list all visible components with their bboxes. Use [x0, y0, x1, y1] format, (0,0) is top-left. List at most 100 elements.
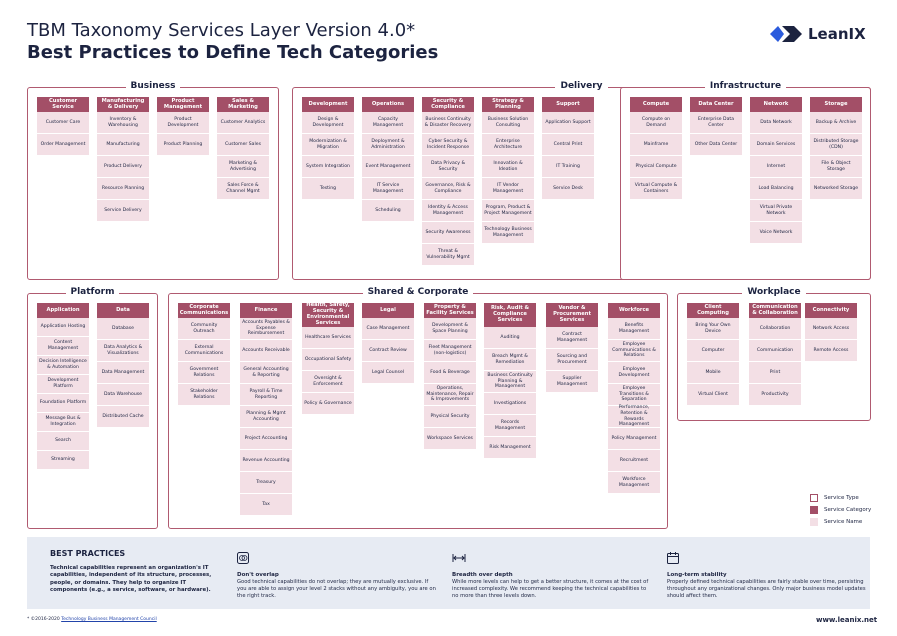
service-event-management[interactable]: Event Management [362, 156, 414, 178]
category-label[interactable]: Support [542, 97, 594, 112]
service-innovation-ideation[interactable]: Innovation & Ideation [482, 156, 534, 178]
service-product-planning[interactable]: Product Planning [157, 134, 209, 156]
service-product-delivery[interactable]: Product Delivery [97, 156, 149, 178]
category-label[interactable]: Security & Compliance [422, 97, 474, 112]
service-governance-risk-compliance[interactable]: Governance, Risk & Compliance [422, 178, 474, 200]
service-performance-retention-rewards-management[interactable]: Performance, Retention & Rewards Managem… [608, 405, 660, 428]
service-enterprise-data-center[interactable]: Enterprise Data Center [690, 112, 742, 134]
service-it-vendor-management[interactable]: IT Vendor Management [482, 178, 534, 200]
service-policy-management[interactable]: Policy Management [608, 428, 660, 450]
service-capacity-management[interactable]: Capacity Management [362, 112, 414, 134]
category-label[interactable]: Client Computing [687, 303, 739, 318]
service-tax[interactable]: Tax [240, 494, 292, 516]
category-label[interactable]: Communication & Collaboration [749, 303, 801, 318]
service-policy-governance[interactable]: Policy & Governance [302, 393, 354, 415]
service-database[interactable]: Database [97, 318, 149, 340]
service-oversight-enforcement[interactable]: Oversight & Enforcement [302, 371, 354, 393]
service-computer[interactable]: Computer [687, 340, 739, 362]
service-it-training[interactable]: IT Training [542, 156, 594, 178]
service-service-desk[interactable]: Service Desk [542, 178, 594, 200]
service-scheduling[interactable]: Scheduling [362, 200, 414, 222]
service-modernization-migration[interactable]: Modernization & Migration [302, 134, 354, 156]
service-resource-planning[interactable]: Resource Planning [97, 178, 149, 200]
service-virtual-private-network[interactable]: Virtual Private Network [750, 200, 802, 222]
service-system-integration[interactable]: System Integration [302, 156, 354, 178]
service-project-accounting[interactable]: Project Accounting [240, 428, 292, 450]
service-data-warehouse[interactable]: Data Warehouse [97, 384, 149, 406]
service-networked-storage[interactable]: Networked Storage [810, 178, 862, 200]
service-employee-development[interactable]: Employee Development [608, 362, 660, 384]
tbm-council-link[interactable]: Technology Business Management Council [61, 617, 157, 622]
service-distributed-storage-cdn[interactable]: Distributed Storage (CDN) [810, 134, 862, 156]
service-business-continuity-disaster-recovery[interactable]: Business Continuity & Disaster Recovery [422, 112, 474, 134]
category-label[interactable]: Property & Facility Services [424, 303, 476, 318]
service-file-object-storage[interactable]: File & Object Storage [810, 156, 862, 178]
category-label[interactable]: Compute [630, 97, 682, 112]
service-recruitment[interactable]: Recruitment [608, 450, 660, 472]
service-supplier-management[interactable]: Supplier Management [546, 371, 598, 393]
service-application-hosting[interactable]: Application Hosting [37, 318, 89, 337]
service-contract-management[interactable]: Contract Management [546, 327, 598, 349]
service-sourcing-and-procurement[interactable]: Sourcing and Procurement [546, 349, 598, 371]
service-data-analytics-visualizations[interactable]: Data Analytics & Visualizations [97, 340, 149, 362]
service-compute-on-demand[interactable]: Compute on Demand [630, 112, 682, 134]
service-employee-communications-relations[interactable]: Employee Communications & Relations [608, 340, 660, 362]
category-label[interactable]: Operations [362, 97, 414, 112]
service-application-support[interactable]: Application Support [542, 112, 594, 134]
category-label[interactable]: Application [37, 303, 89, 318]
service-cyber-security-incident-response[interactable]: Cyber Security & Incident Response [422, 134, 474, 156]
category-label[interactable]: Finance [240, 303, 292, 318]
service-design-development[interactable]: Design & Development [302, 112, 354, 134]
service-internet[interactable]: Internet [750, 156, 802, 178]
service-marketing-advertising[interactable]: Marketing & Advertising [217, 156, 269, 178]
service-payroll-time-reporting[interactable]: Payroll & Time Reporting [240, 384, 292, 406]
service-distributed-cache[interactable]: Distributed Cache [97, 406, 149, 428]
service-contract-review[interactable]: Contract Review [362, 340, 414, 362]
service-data-network[interactable]: Data Network [750, 112, 802, 134]
service-load-balancing[interactable]: Load Balancing [750, 178, 802, 200]
service-technology-business-management[interactable]: Technology Business Management [482, 222, 534, 244]
service-bring-your-own-device[interactable]: Bring Your Own Device [687, 318, 739, 340]
service-deployment-administration[interactable]: Deployment & Administration [362, 134, 414, 156]
service-healthcare-services[interactable]: Healthcare Services [302, 327, 354, 349]
service-customer-care[interactable]: Customer Care [37, 112, 89, 134]
service-food-beverage[interactable]: Food & Beverage [424, 362, 476, 384]
service-security-awareness[interactable]: Security Awareness [422, 222, 474, 244]
service-testing[interactable]: Testing [302, 178, 354, 200]
service-revenue-accounting[interactable]: Revenue Accounting [240, 450, 292, 472]
service-business-continuity-planning-management[interactable]: Business Continuity Planning & Managemen… [484, 371, 536, 393]
service-physical-security[interactable]: Physical Security [424, 406, 476, 428]
category-label[interactable]: Data [97, 303, 149, 318]
service-it-service-management[interactable]: IT Service Management [362, 178, 414, 200]
category-label[interactable]: Health, Safety, Security & Environmental… [302, 302, 354, 327]
category-label[interactable]: Legal [362, 303, 414, 318]
service-search[interactable]: Search [37, 432, 89, 451]
service-order-management[interactable]: Order Management [37, 134, 89, 156]
category-label[interactable]: Network [750, 97, 802, 112]
service-operations-maintenance-repair-improvements[interactable]: Operations, Maintenance, Repair & Improv… [424, 384, 476, 406]
service-case-management[interactable]: Case Management [362, 318, 414, 340]
category-label[interactable]: Corporate Communications [178, 303, 230, 318]
service-development-platform[interactable]: Development Platform [37, 375, 89, 394]
service-remote-access[interactable]: Remote Access [805, 340, 857, 362]
service-breach-mgmt-remediation[interactable]: Breach Mgmt & Remediation [484, 349, 536, 371]
service-occupational-safety[interactable]: Occupational Safety [302, 349, 354, 371]
category-label[interactable]: Vendor & Procurement Services [546, 303, 598, 327]
service-customer-sales[interactable]: Customer Sales [217, 134, 269, 156]
service-legal-counsel[interactable]: Legal Counsel [362, 362, 414, 384]
category-label[interactable]: Customer Service [37, 97, 89, 112]
service-program-product-project-management[interactable]: Program, Product & Project Management [482, 200, 534, 222]
category-label[interactable]: Manufacturing & Delivery [97, 97, 149, 112]
category-label[interactable]: Development [302, 97, 354, 112]
service-fleet-management-non-logistics[interactable]: Fleet Management (non-logistics) [424, 340, 476, 362]
category-label[interactable]: Risk, Audit & Compliance Services [484, 303, 536, 327]
service-business-solution-consulting[interactable]: Business Solution Consulting [482, 112, 534, 134]
category-label[interactable]: Sales & Marketing [217, 97, 269, 112]
service-productivity[interactable]: Productivity [749, 384, 801, 406]
service-mainframe[interactable]: Mainframe [630, 134, 682, 156]
service-communication[interactable]: Communication [749, 340, 801, 362]
service-government-relations[interactable]: Government Relations [178, 362, 230, 384]
service-physical-compute[interactable]: Physical Compute [630, 156, 682, 178]
service-voice-network[interactable]: Voice Network [750, 222, 802, 244]
footer-url[interactable]: www.leanix.net [816, 616, 878, 624]
